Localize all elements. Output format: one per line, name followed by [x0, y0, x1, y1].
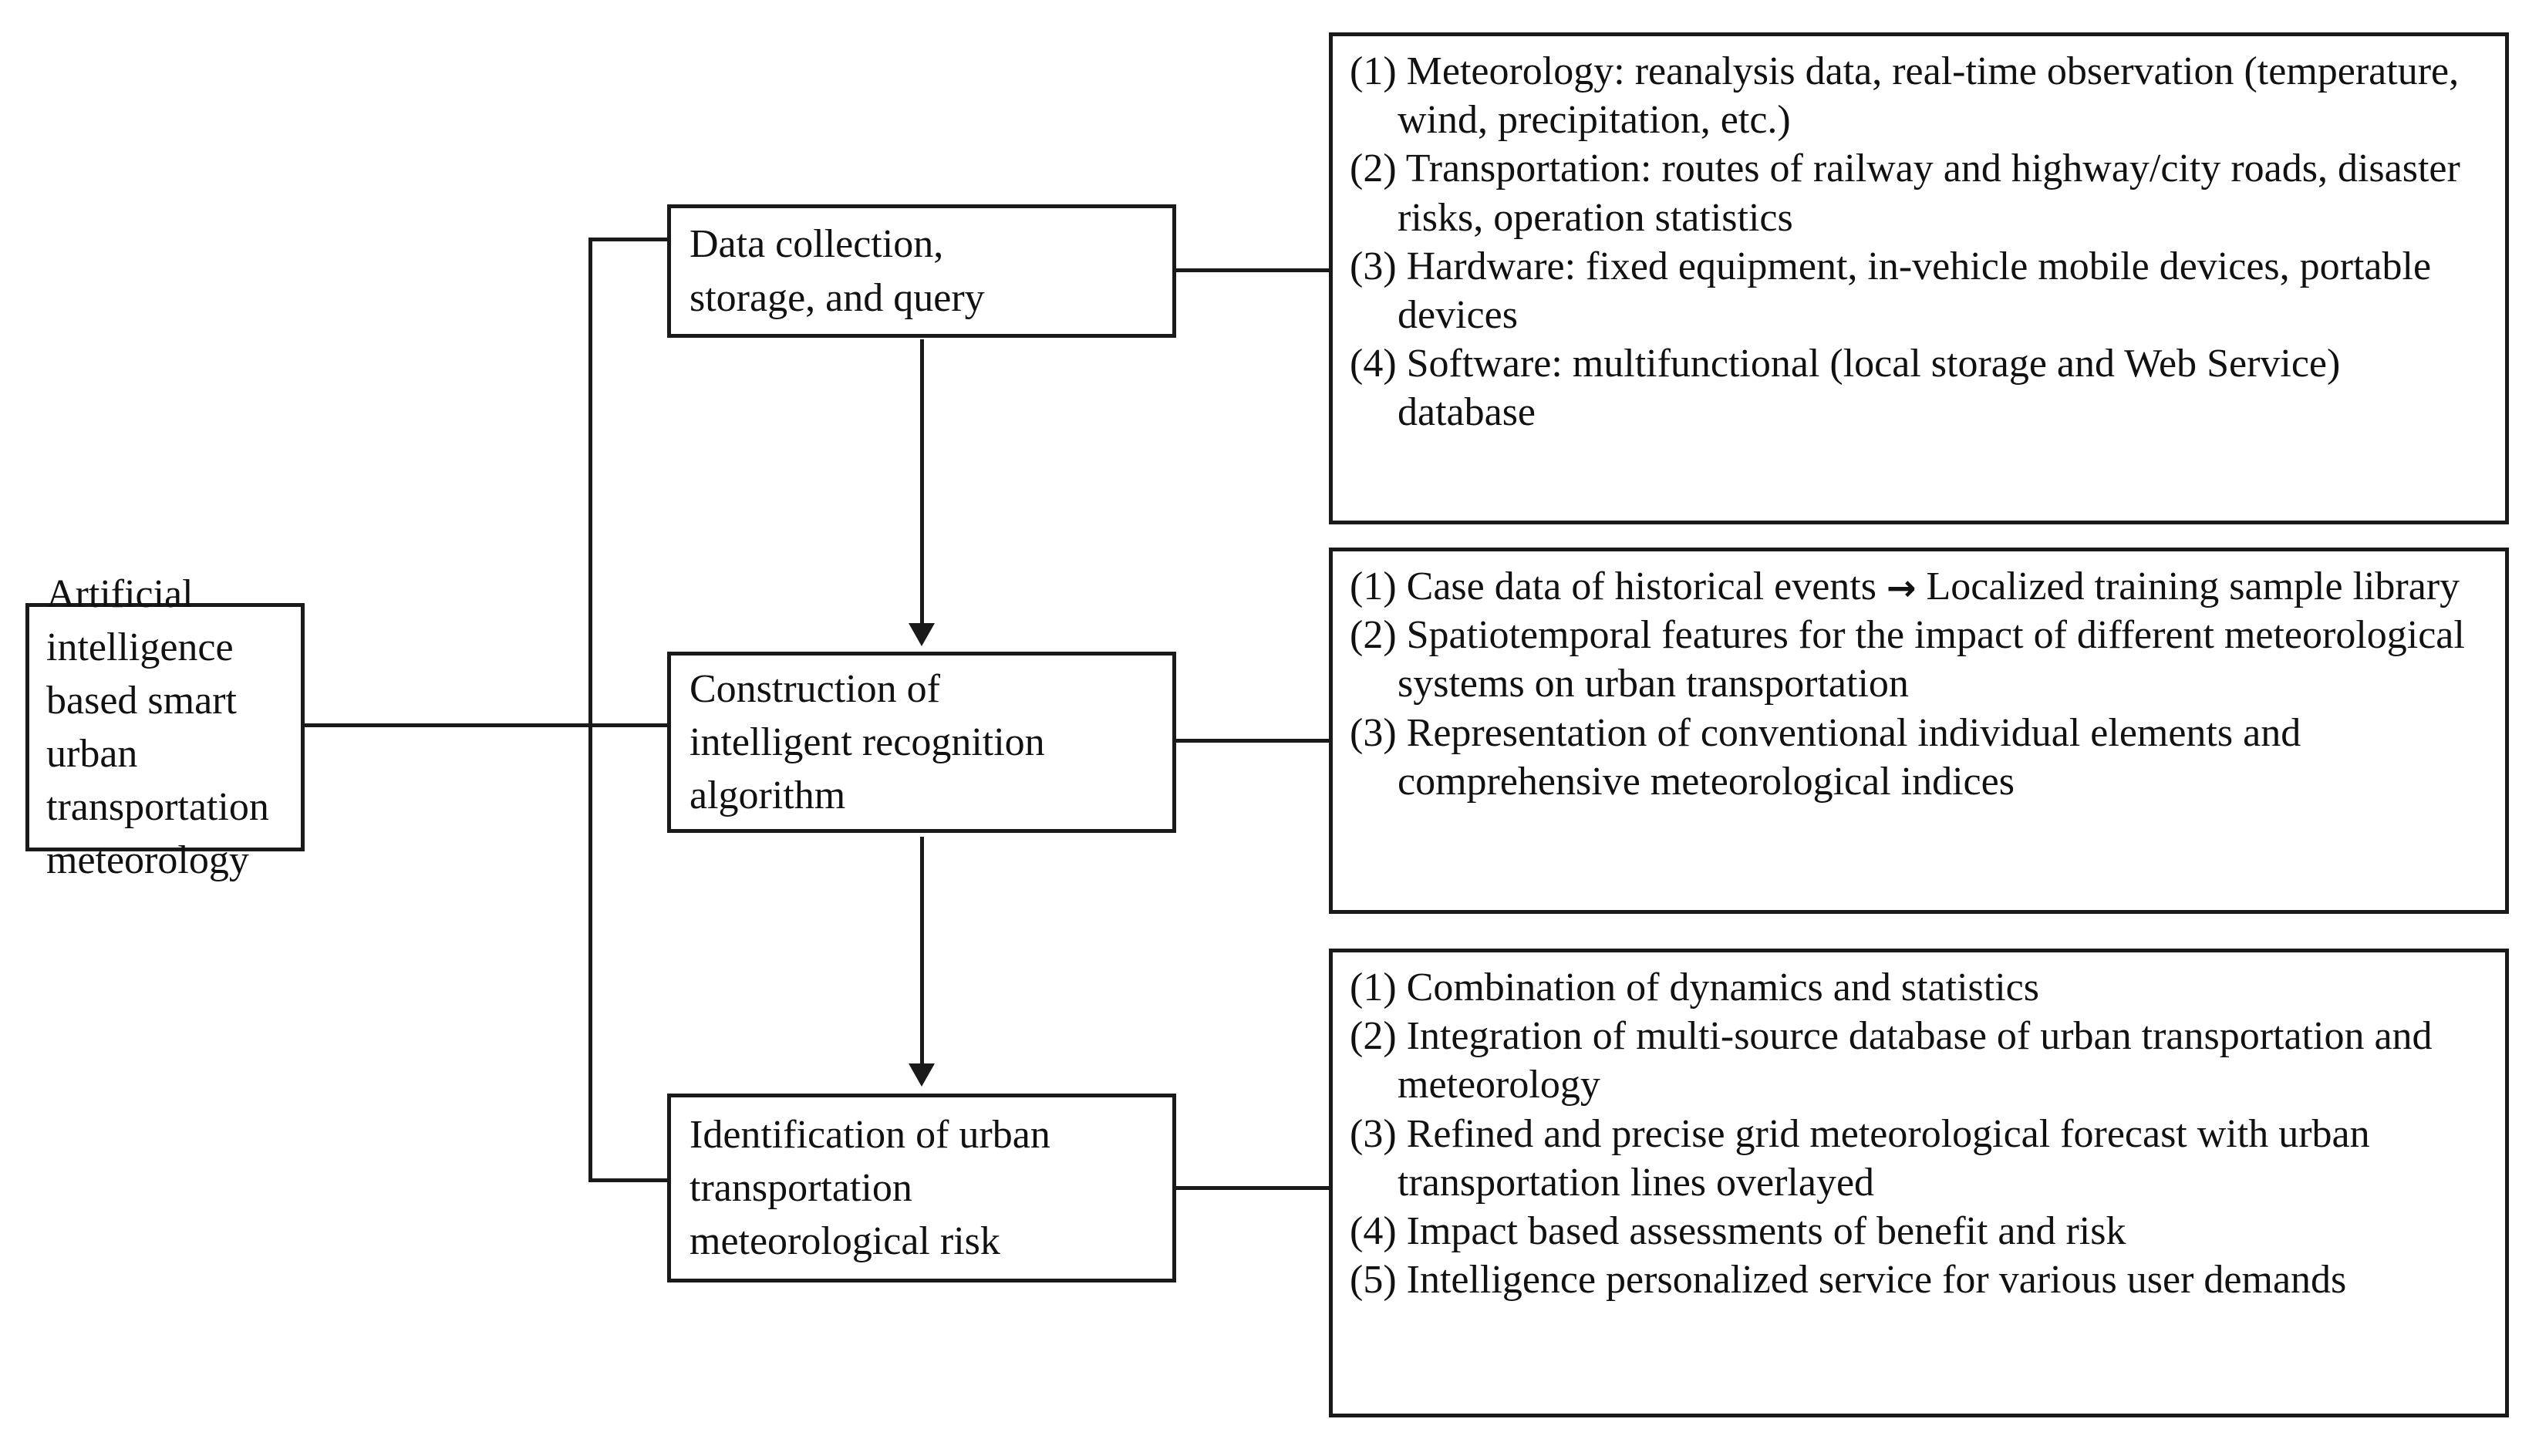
connector-spine-vertical — [588, 238, 592, 1182]
connector-spine-arm-stage-3 — [588, 1178, 669, 1182]
list-item: (5) Intelligence personalized service fo… — [1350, 1258, 2347, 1303]
root-node: Artificial intelligence based smart urba… — [25, 572, 305, 882]
detail-list: (1) Case data of historical events → Loc… — [1350, 562, 2485, 806]
list-item: (3) Representation of conventional indiv… — [1350, 710, 2301, 804]
list-item: (2) Spatiotemporal features for the impa… — [1350, 613, 2465, 706]
flow-arrow-stage-1-to-stage-2 — [909, 339, 935, 646]
right-arrow-icon: → — [1886, 567, 1917, 608]
stage-node-label: Data collection, storage, and query — [690, 222, 985, 320]
connector-root-to-spine — [303, 723, 592, 727]
list-item: (3) Refined and precise grid meteorologi… — [1350, 1111, 2370, 1205]
list-item: (3) Hardware: fixed equipment, in-vehicl… — [1350, 244, 2432, 337]
arrowhead-down-icon — [909, 623, 935, 646]
stage-node-recognition-algorithm: Construction of intelligent recognition … — [667, 652, 1176, 833]
detail-list: (1) Meteorology: reanalysis data, real-t… — [1350, 47, 2485, 436]
detail-node-risk-identification: (1) Combination of dynamics and statisti… — [1329, 949, 2509, 1417]
stage-node-data-collection: Data collection, storage, and query — [667, 204, 1176, 338]
list-item: (2) Transportation: routes of railway an… — [1350, 147, 2460, 240]
root-node-label: Artificial intelligence based smart urba… — [46, 571, 269, 883]
list-item: (4) Software: multifunctional (local sto… — [1350, 342, 2341, 435]
stage-node-risk-identification: Identification of urban transportation m… — [667, 1094, 1176, 1282]
connector-stage-1-to-details-1 — [1173, 268, 1331, 272]
detail-node-recognition-algorithm: (1) Case data of historical events → Loc… — [1329, 548, 2509, 914]
list-item: (2) Integration of multi-source database… — [1350, 1014, 2433, 1107]
arrowhead-down-icon — [909, 1063, 935, 1087]
detail-list: (1) Combination of dynamics and statisti… — [1350, 963, 2485, 1304]
list-item: (4) Impact based assessments of benefit … — [1350, 1208, 2126, 1253]
flow-arrow-stage-2-to-stage-3 — [909, 837, 935, 1087]
connector-stage-2-to-details-2 — [1173, 739, 1331, 743]
connector-spine-arm-stage-2 — [588, 723, 669, 727]
connector-stage-3-to-details-3 — [1173, 1186, 1331, 1190]
list-item: (1) Meteorology: reanalysis data, real-t… — [1350, 49, 2460, 143]
detail-node-data-collection: (1) Meteorology: reanalysis data, real-t… — [1329, 32, 2509, 524]
stage-node-label: Identification of urban transportation m… — [690, 1112, 1050, 1264]
list-item: (1) Case data of historical events → Loc… — [1350, 565, 2460, 608]
connector-spine-arm-stage-1 — [588, 238, 669, 241]
list-item: (1) Combination of dynamics and statisti… — [1350, 966, 2039, 1009]
stage-node-label: Construction of intelligent recognition … — [690, 666, 1045, 818]
